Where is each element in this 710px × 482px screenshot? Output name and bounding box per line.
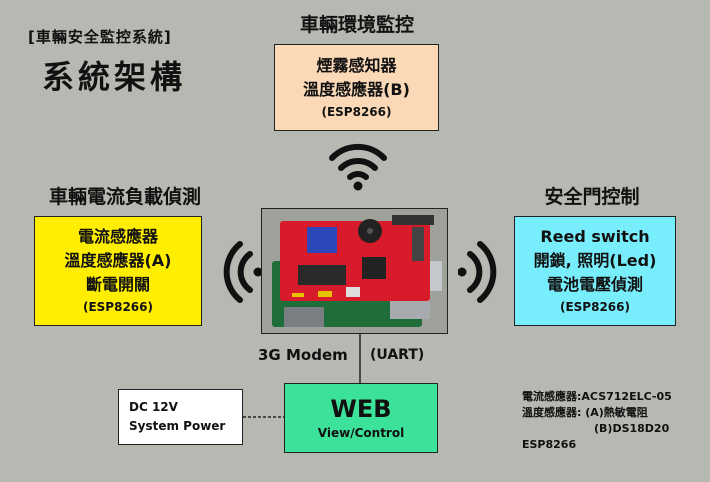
current-line-temp: 溫度感應器(A) [64,251,172,270]
env-line-temp: 溫度感應器(B) [303,79,410,99]
note-temp-sensor: 溫度感應器: (A)熱敏電阻 [522,406,648,419]
uart-label: (UART) [370,347,425,363]
current-section-title: 車輛電流負載偵測 [48,186,201,208]
wifi-signal-icon [329,143,387,191]
note-temp-sensor-b: (B)DS18D20 [594,422,670,435]
web-title: WEB [330,395,392,423]
component-notes: 電流感應器:ACS712ELC-05 溫度感應器: (A)熱敏電阻 (B)DS1… [522,389,672,453]
wifi-signal-icon [223,241,262,303]
web-subtitle: View/Control [317,426,405,440]
power-voltage: DC 12V [129,400,178,414]
door-line-lock: 開鎖, 照明(Led) [533,251,657,270]
note-module: ESP8266 [522,438,577,451]
door-module: (ESP8266) [559,300,630,314]
door-module-box: Reed switch 開鎖, 照明(Led) 電池電壓偵測 (ESP8266) [514,216,676,326]
modem-label: 3G Modem [258,346,348,364]
board-frame [261,208,448,334]
wifi-signal-icon [458,241,497,303]
note-current-sensor: 電流感應器:ACS712ELC-05 [522,390,672,403]
page-title: 系統架構 [42,58,187,96]
door-line-reed: Reed switch [540,227,650,246]
microcontroller-board-image [272,215,442,327]
current-module: (ESP8266) [82,300,153,314]
system-subtitle: [車輛安全監控系統] [28,28,172,46]
web-box: WEB View/Control [284,383,438,453]
env-section-title: 車輛環境監控 [299,14,414,36]
env-module-box: 煙霧感知器 溫度感應器(B) (ESP8266) [274,44,439,131]
door-line-battery: 電池電壓偵測 [546,275,643,294]
current-line-sensor: 電流感應器 [77,227,158,246]
env-line-smoke: 煙霧感知器 [316,55,397,75]
power-box: DC 12V System Power [118,389,243,445]
power-label: System Power [129,419,226,433]
env-module: (ESP8266) [321,104,392,119]
current-line-switch: 斷電開關 [85,275,150,294]
current-module-box: 電流感應器 溫度感應器(A) 斷電開關 (ESP8266) [34,216,202,326]
door-section-title: 安全門控制 [544,186,640,208]
